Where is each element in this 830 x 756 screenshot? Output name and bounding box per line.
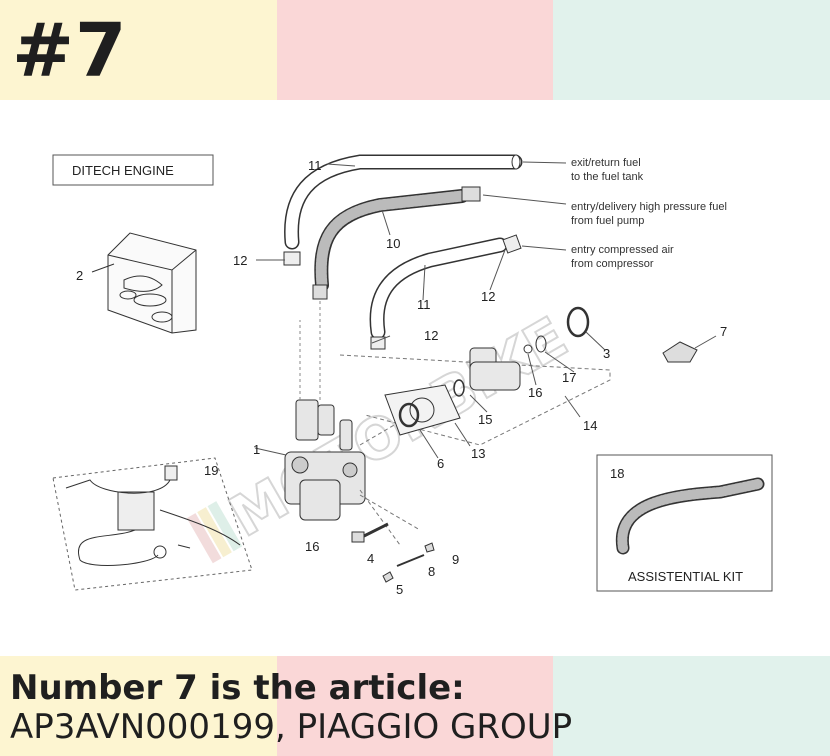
clamp-icon xyxy=(370,336,386,350)
part-label-18: 18 xyxy=(610,466,624,481)
return-hose xyxy=(284,154,567,250)
part-label-7: 7 xyxy=(720,324,727,339)
flange-gasket xyxy=(384,384,461,436)
part-number-title: #7 xyxy=(12,8,128,94)
part-label-2: 2 xyxy=(76,268,83,283)
engine-label: DITECH ENGINE xyxy=(72,163,174,178)
band-pink xyxy=(277,656,553,756)
clamp-icon xyxy=(283,251,301,266)
callout-entry-compressed-2: from compressor xyxy=(571,258,654,270)
part-label-4: 4 xyxy=(367,551,374,566)
injector-assembly xyxy=(453,306,590,397)
callout-entry-delivery-2: from fuel pump xyxy=(571,215,644,227)
part-label-16b: 16 xyxy=(305,539,319,554)
part-label-8: 8 xyxy=(428,564,435,579)
callout-texts: exit/return fuel to the fuel tank entry/… xyxy=(571,157,727,270)
part-label-9: 9 xyxy=(452,552,459,567)
part-label-14: 14 xyxy=(583,418,597,433)
callout-exit-return-1: exit/return fuel xyxy=(571,157,641,169)
part-label-11b: 11 xyxy=(417,297,431,312)
high-pressure-hose xyxy=(312,186,567,300)
part-label-3: 3 xyxy=(603,346,610,361)
part-label-12c: 12 xyxy=(424,328,438,343)
part-label-17: 17 xyxy=(562,370,576,385)
part-label-12b: 12 xyxy=(481,289,495,304)
band-mint xyxy=(553,656,830,756)
band-yellow xyxy=(0,0,277,100)
part-label-19: 19 xyxy=(204,463,218,478)
air-hose xyxy=(369,234,567,340)
part-label-13: 13 xyxy=(471,446,485,461)
article-code: AP3AVN000199, PIAGGIO GROUP xyxy=(10,707,573,747)
part-label-1: 1 xyxy=(253,442,260,457)
band-pink xyxy=(277,0,553,100)
wiring-harness-box xyxy=(52,457,253,591)
pump-body xyxy=(254,300,366,521)
part-label-5: 5 xyxy=(396,582,403,597)
clip-icon xyxy=(662,341,698,363)
assistential-kit-box: ASSISTENTIAL KIT xyxy=(596,454,773,592)
gasket-kit-icon xyxy=(91,232,197,334)
part-label-16a: 16 xyxy=(528,385,542,400)
kit-label: ASSISTENTIAL KIT xyxy=(628,569,743,584)
callout-entry-delivery-1: entry/delivery high pressure fuel xyxy=(571,201,727,213)
part-label-10: 10 xyxy=(386,236,400,251)
exploded-parts-diagram: MOTORBIKE DITECH ENGINE xyxy=(52,154,773,597)
part-label-15: 15 xyxy=(478,412,492,427)
header-band: #7 xyxy=(0,0,830,100)
callout-entry-compressed-1: entry compressed air xyxy=(571,244,674,256)
part-label-12a: 12 xyxy=(233,253,247,268)
article-caption: Number 7 is the article: xyxy=(10,668,465,708)
callout-exit-return-2: to the fuel tank xyxy=(571,171,644,183)
engine-label-box: DITECH ENGINE xyxy=(52,154,214,186)
footer-band xyxy=(0,656,830,756)
band-yellow xyxy=(0,656,277,756)
leader-lines xyxy=(256,163,606,459)
part-label-6: 6 xyxy=(437,456,444,471)
part-number-labels: 1 2 3 4 5 6 7 8 9 10 11 11 12 12 12 13 1… xyxy=(76,158,727,597)
part-label-11a: 11 xyxy=(308,158,322,173)
band-mint xyxy=(553,0,830,100)
fasteners xyxy=(351,522,435,583)
